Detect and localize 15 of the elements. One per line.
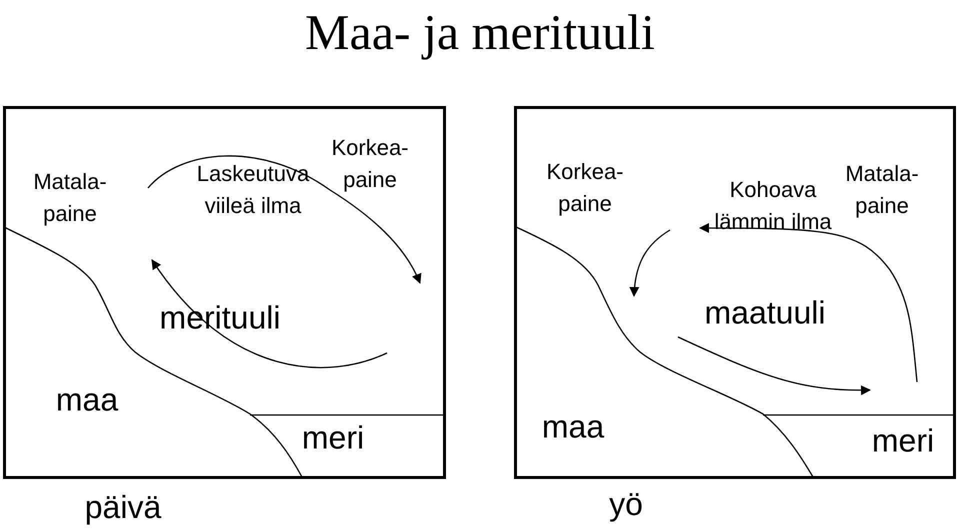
- panel-frame: [3, 106, 446, 479]
- wind-label: maatuuli: [704, 295, 826, 331]
- panel-caption: päivä: [84, 489, 162, 525]
- air-label: Laskeutuva viileä ilma: [196, 160, 310, 220]
- panel-caption: yö: [609, 486, 643, 522]
- sea-label: meri: [300, 420, 366, 456]
- pressure-label: Matala- paine: [844, 160, 920, 220]
- land-label: maa: [54, 382, 120, 418]
- panel-frame: [514, 106, 956, 479]
- pressure-label: Korkea- paine: [545, 158, 625, 218]
- pressure-label: Korkea- paine: [330, 134, 410, 194]
- sea-label: meri: [870, 423, 936, 459]
- diagram-title: Maa- ja merituuli: [304, 3, 656, 62]
- land-label: maa: [540, 409, 606, 445]
- pressure-label: Matala- paine: [32, 168, 108, 228]
